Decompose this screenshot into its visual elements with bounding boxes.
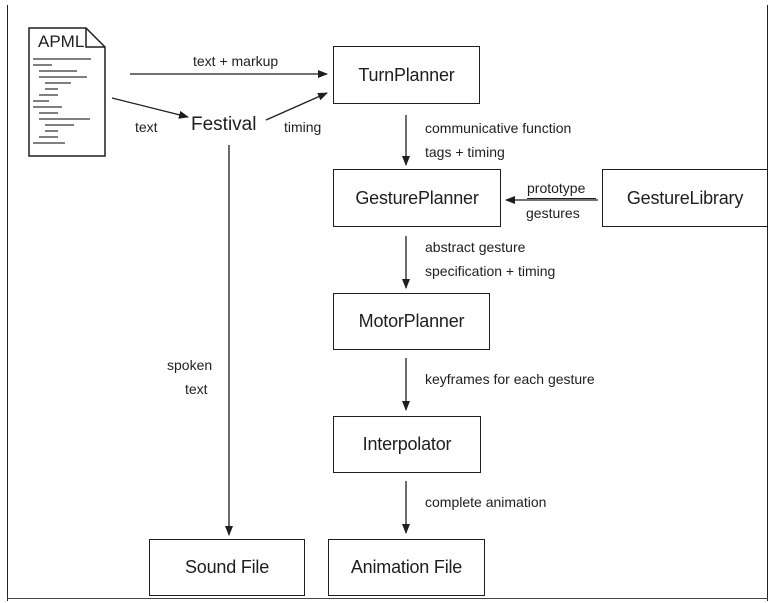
label-text: text xyxy=(135,119,158,135)
arrow-apml-to-festival xyxy=(111,97,189,119)
label-keyframes: keyframes for each gesture xyxy=(425,371,595,387)
label-spoken: spoken xyxy=(167,357,213,373)
label-specification-timing: specification + timing xyxy=(425,263,556,279)
gesture-library-label: GestureLibrary xyxy=(626,187,744,208)
label-abstract-gesture: abstract gesture xyxy=(425,239,526,255)
label-communicative-function: communicative function xyxy=(425,120,572,136)
turn-planner-label: TurnPlanner xyxy=(358,64,455,85)
label-gestures: gestures xyxy=(526,205,580,221)
motor-planner-box: MotorPlanner xyxy=(333,293,490,350)
turn-planner-box: TurnPlanner xyxy=(333,46,480,104)
animation-file-label: Animation File xyxy=(350,557,463,577)
apml-title: APML xyxy=(38,32,85,51)
interpolator-label: Interpolator xyxy=(362,434,452,454)
diagram-frame xyxy=(7,5,768,601)
label-text-markup: text + markup xyxy=(193,53,279,69)
festival-label: Festival xyxy=(191,114,257,135)
label-spoken-text: text xyxy=(185,381,208,397)
label-complete-animation: complete animation xyxy=(425,494,547,510)
label-tags-timing: tags + timing xyxy=(425,144,505,160)
gesture-planner-label: GesturePlanner xyxy=(355,187,479,208)
motor-planner-label: MotorPlanner xyxy=(358,311,465,331)
label-timing: timing xyxy=(284,119,322,135)
label-prototype: prototype xyxy=(527,180,586,196)
interpolator-box: Interpolator xyxy=(333,416,481,473)
apml-document-text xyxy=(33,58,97,148)
animation-file-box: Animation File xyxy=(328,539,485,596)
gesture-library-box: GestureLibrary xyxy=(602,169,768,227)
sound-file-box: Sound File xyxy=(149,539,305,596)
arrow-festival-to-turnplanner xyxy=(265,92,328,121)
gesture-planner-box: GesturePlanner xyxy=(333,169,501,227)
prototype-underline xyxy=(527,198,596,199)
sound-file-label: Sound File xyxy=(184,557,270,577)
frame-bottom-line xyxy=(7,598,768,599)
